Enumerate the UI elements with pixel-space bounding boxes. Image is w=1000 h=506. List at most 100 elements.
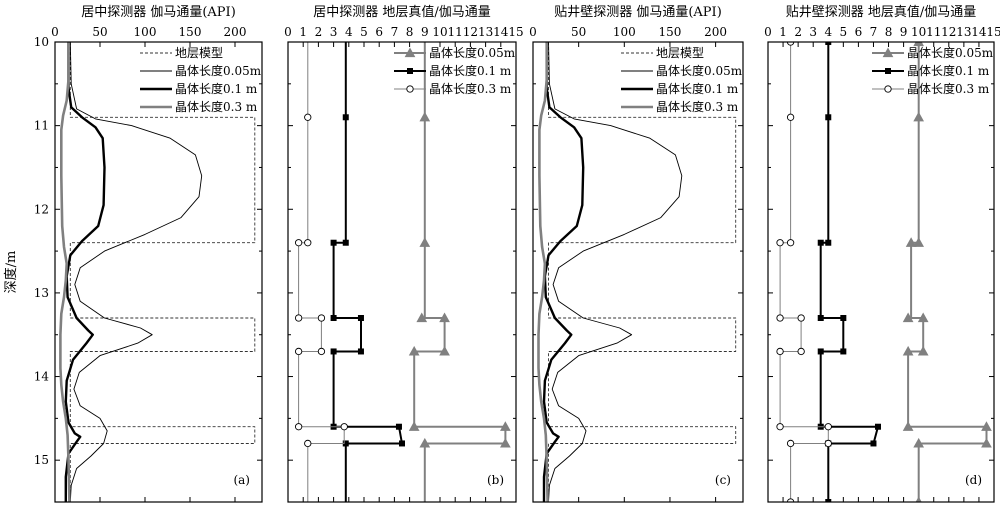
panel-b-xtick-label-4: 4 — [345, 25, 353, 39]
panel-b-legend-label-1: 晶体长度0.1 m — [429, 63, 512, 78]
y-tick-label-0: 10 — [34, 35, 49, 49]
panel-b-legend-label-0: 晶体长度0.05m — [429, 45, 516, 60]
panel-a-legend-label-0: 地层模型 — [175, 46, 223, 60]
panel-b-series-1-point-1 — [342, 239, 349, 246]
panel-d-legend-label-2: 晶体长度0.3 m — [907, 81, 990, 96]
panel-d-legend-marker-2 — [884, 85, 892, 93]
panel-d-legend-marker-1 — [885, 68, 891, 74]
panel-b-series-0-point-7 — [500, 421, 511, 431]
panel-b-xtick-label-11: 11 — [448, 25, 463, 39]
panel-d-series-0-point-9 — [981, 421, 992, 431]
panel-d-series-0-point-2 — [913, 237, 925, 247]
panel-b-series-2-line — [298, 42, 345, 502]
panel-a-xtick-label-2: 100 — [134, 25, 157, 39]
panel-b-xtick-label-12: 12 — [463, 25, 478, 39]
panel-c-title: 贴井壁探测器 伽马通量(API) — [554, 5, 722, 20]
panel-d-xtick-label-11: 11 — [926, 25, 941, 39]
panel-d-xtick-label-1: 1 — [779, 25, 787, 39]
panel-b-series-2-point-5 — [317, 347, 326, 356]
panel-d-legend: 晶体长度0.05m 晶体长度0.1 m 晶体长度0.3 m — [872, 45, 994, 96]
panel-d-title: 贴井壁探测器 地层真值/伽马通量 — [786, 4, 977, 20]
panel-c-legend-label-1: 晶体长度0.05m — [656, 63, 743, 78]
panel-d-xtick-label-8: 8 — [885, 25, 893, 39]
panel-b-series-0-point-9 — [419, 437, 431, 448]
y-tick-label-4: 14 — [34, 370, 50, 384]
panel-d-series-0-point-3 — [905, 237, 917, 247]
panel-d-xtick-label-9: 9 — [900, 25, 908, 39]
panel-c-xtick-label-0: 0 — [529, 25, 537, 39]
panel-d-series-1-point-3 — [817, 239, 824, 246]
panel-d-series-2-point-5 — [797, 314, 805, 322]
panel-b-series-2-point-4 — [317, 314, 326, 322]
panel-a-series-group — [59, 42, 256, 502]
panel-d-series-0-point-1 — [913, 111, 925, 122]
panel-c-frame — [532, 41, 744, 503]
panel-b-xtick-label-9: 9 — [421, 25, 429, 39]
panel-b-xtick-label-6: 6 — [375, 25, 383, 39]
panel-d-series-2-point-8 — [776, 423, 784, 431]
panel-b-series-2-point-9 — [304, 439, 312, 448]
panel-d-series-0-point-8 — [902, 421, 914, 431]
panel-d-series-1-point-10 — [870, 440, 877, 447]
panel-d-series-0-point-7 — [902, 345, 914, 356]
panel-d-series-1-line — [819, 42, 879, 502]
panel-d-label: (d) — [965, 473, 982, 487]
panel-b-series-0-point-1 — [419, 237, 431, 247]
panel-a-xtick-label-1: 50 — [92, 25, 107, 39]
panel-a-series-2-line — [64, 42, 106, 502]
panel-d-xtick-label-13: 13 — [956, 25, 971, 39]
panel-c-xtick-label-2: 100 — [613, 25, 636, 39]
panel-d-legend-label-0: 晶体长度0.05m — [907, 45, 994, 60]
panel-d-series-2-point-2 — [786, 239, 795, 247]
panel-b-series-1-point-2 — [330, 239, 337, 246]
panel-a-series-3-line — [59, 42, 71, 502]
panel-b-series-2-point-2 — [294, 239, 303, 247]
panel-d-series-2-point-7 — [776, 347, 784, 356]
panel-b-xtick-label-7: 7 — [391, 25, 399, 39]
panel-d-xtick-label-14: 14 — [971, 25, 987, 39]
panel-b-series-0-point-8 — [500, 437, 511, 448]
panel-b-series-2-point-0 — [304, 113, 312, 121]
panel-d-series-0-point-11 — [913, 437, 925, 448]
panel-d-series-1-point-5 — [840, 315, 847, 321]
panel-b-series-2-point-3 — [294, 314, 303, 322]
panel-b-legend-marker-1 — [407, 68, 413, 74]
panel-d-series-2-point-4 — [776, 314, 784, 322]
panel-d-series-0-point-10 — [981, 437, 992, 448]
panel-d-xtick-label-3: 3 — [809, 25, 817, 39]
y-tick-label-3: 13 — [34, 286, 49, 300]
panel-d-frame — [767, 41, 995, 503]
panel-a-xtick-label-3: 150 — [179, 25, 202, 39]
y-axis-label: 深度/m — [3, 251, 19, 294]
panel-d-legend-label-1: 晶体长度0.1 m — [907, 63, 990, 78]
panel-b-xtick-label-3: 3 — [330, 25, 338, 39]
panel-b-series-1-point-5 — [357, 348, 364, 355]
panel-b-label: (b) — [487, 473, 504, 487]
y-tick-label-5: 15 — [34, 453, 49, 467]
panel-d-series-1-point-7 — [817, 348, 824, 355]
panel-b-series-2-point-1 — [304, 239, 312, 247]
panel-a-series-0-line — [69, 42, 256, 502]
panel-b-xtick-label-14: 14 — [493, 25, 509, 39]
panel-b-series-0-point-4 — [439, 345, 450, 356]
panel-b-legend-marker-0 — [404, 47, 416, 58]
panel-d-series-1-point-0 — [825, 42, 832, 45]
panel-c-series-group — [537, 42, 737, 502]
panel-b-series-0-point-2 — [416, 312, 428, 323]
panel-b-series-2-point-6 — [294, 347, 303, 356]
panel-d-series-1-point-4 — [817, 315, 824, 321]
panel-b-xtick-label-2: 2 — [315, 25, 323, 39]
panel-b-xtick-label-1: 1 — [299, 25, 307, 39]
panel-b-xtick-label-5: 5 — [360, 25, 368, 39]
panel-d-legend-marker-0 — [882, 47, 894, 58]
y-tick-label-2: 12 — [34, 202, 49, 216]
y-tick-label-1: 11 — [34, 119, 49, 133]
